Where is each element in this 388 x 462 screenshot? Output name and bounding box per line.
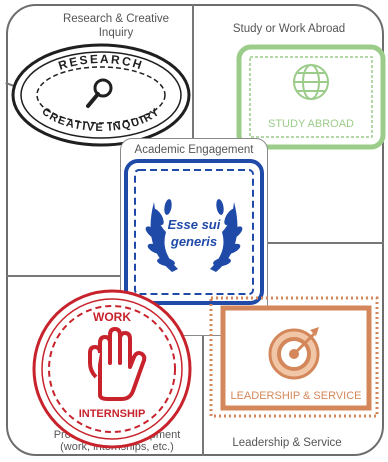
academic-motto-line2: generis — [170, 234, 217, 249]
study-abroad-text: STUDY ABROAD — [268, 118, 354, 130]
hand-icon — [88, 327, 147, 401]
research-top-text: RESEARCH — [57, 52, 146, 73]
internship-bottom-text: INTERNSHIP — [79, 408, 146, 420]
leadership-text: LEADERSHIP & SERVICE — [230, 390, 361, 402]
magnifier-icon — [86, 78, 113, 108]
academic-badge: Esse sui generis — [124, 159, 264, 305]
study-abroad-badge: STUDY ABROAD — [236, 44, 386, 150]
label-academic: Academic Engagement — [134, 144, 254, 156]
label-research: Research & Creative Inquiry — [62, 13, 170, 39]
label-study-abroad: Study or Work Abroad — [232, 23, 346, 35]
horizontal-divider-left — [6, 275, 121, 277]
horizontal-divider-right — [267, 242, 384, 244]
research-badge: RESEARCH CREATIVE INQUIRY — [11, 43, 191, 147]
vertical-divider-top — [192, 4, 194, 139]
globe-icon — [293, 64, 329, 100]
internship-top-text: WORK — [93, 310, 131, 324]
academic-motto-line1: Esse sui — [168, 217, 221, 232]
leadership-badge: LEADERSHIP & SERVICE — [209, 296, 379, 418]
internship-badge: WORK INTERNSHIP — [32, 289, 192, 449]
laurel-wreath-icon — [145, 199, 243, 272]
label-leadership: Leadership & Service — [232, 437, 342, 449]
target-icon — [268, 327, 320, 380]
vertical-divider-bottom — [202, 335, 204, 456]
